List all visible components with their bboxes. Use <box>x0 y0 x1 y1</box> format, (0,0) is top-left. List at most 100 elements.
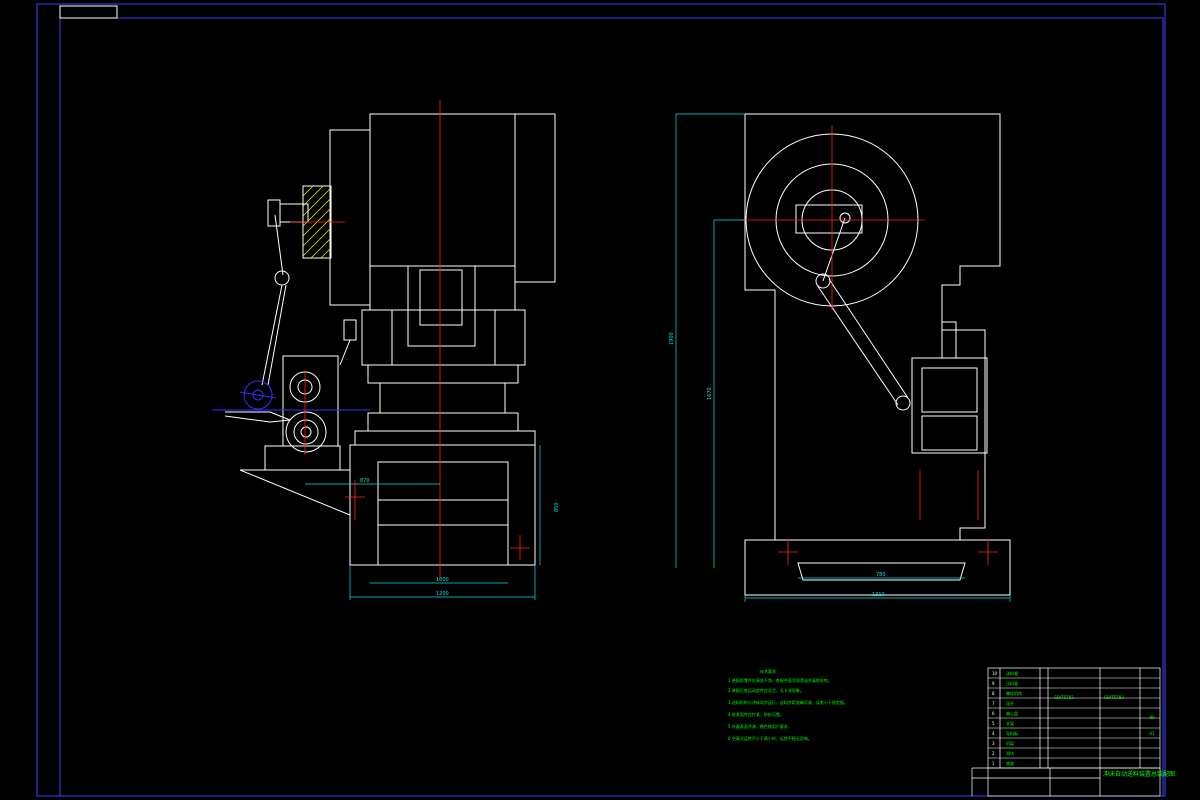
corner-label-box <box>59 5 118 19</box>
side-frame-outline <box>744 113 1001 541</box>
ratchet-wheel <box>243 380 273 410</box>
link-pin <box>274 270 290 286</box>
front-slide-guide <box>369 265 516 311</box>
notes-line-1: 1.装配前零件应清洗干净，各配合面涂润滑油并清除毛刺。 <box>728 677 832 683</box>
outer-border <box>36 3 1166 797</box>
table-row-number: 4 <box>992 731 995 736</box>
table-mark-a: -80 <box>1148 715 1155 720</box>
stripper-cylinder <box>343 319 357 341</box>
lower-feed-roll-hub <box>293 419 319 445</box>
table-row-number: 7 <box>992 701 995 706</box>
table-row-name: 送料辊 <box>1006 670 1018 676</box>
centerlines <box>290 100 998 580</box>
front-die-set <box>379 382 506 414</box>
ratchet-hub <box>252 389 264 401</box>
inner-border <box>59 17 1164 797</box>
stripper-arm <box>339 339 351 366</box>
side-feeder-upper <box>921 367 978 413</box>
front-column-right <box>494 309 526 366</box>
side-base-slot <box>797 562 966 581</box>
shaft-clamp <box>795 204 863 234</box>
table-row-number: 1 <box>992 761 995 766</box>
front-crown <box>369 113 516 267</box>
table-row-number: 3 <box>992 741 995 746</box>
dim-text-side-inner: 1670 <box>707 387 713 400</box>
shaft-pin <box>839 212 851 224</box>
side-feeder-lower <box>921 415 978 451</box>
table-row-name: 滑块 <box>1006 750 1014 756</box>
feeder-support-wedge <box>239 469 351 516</box>
parts-table-text: 10 送料辊 9 压料辊 8 棘轮机构 7 连杆 6 偏心盘 5 支架 4 导料板 3 机架 2 滑块 1 底座 <box>992 670 1022 766</box>
front-crown-right <box>514 113 556 283</box>
ratchet-mechanism <box>212 380 370 411</box>
disc-hatch <box>302 185 332 259</box>
technical-notes: 技术要求 1.装配前零件应清洗干净，各配合面涂润滑油并清除毛刺。 2.装配后各运… <box>728 668 848 741</box>
table-row-name: 支架 <box>1006 720 1014 726</box>
feed-link-left <box>261 284 283 386</box>
table-row-name: 棘轮机构 <box>1006 690 1022 696</box>
front-slide <box>407 265 476 347</box>
upper-rod <box>274 214 284 276</box>
notes-line-2: 2.装配后各运动部件应灵活，无卡滞现象。 <box>728 687 804 693</box>
notes-line-6: 6.空载试运转不少于两小时，运转平稳无异响。 <box>728 735 812 741</box>
table-row-number: 5 <box>992 721 995 726</box>
feeder-base-plate <box>264 445 341 471</box>
table-row-name: 机架 <box>1006 740 1014 746</box>
dimension-texts: 870 1000 1200 850 1900 1670 780 1310 <box>360 332 886 598</box>
sheet-frame <box>36 3 1166 797</box>
std-code-2: GB/T5783 <box>1104 695 1124 700</box>
dim-text-side-780: 780 <box>876 572 886 578</box>
feed-guide-plate <box>224 411 291 423</box>
parts-table-frame <box>987 667 1161 797</box>
table-row-number: 6 <box>992 711 995 716</box>
ratchet-pawl <box>239 391 277 399</box>
std-code-1: GB/T5782 <box>1054 695 1074 700</box>
dim-text-side-1310: 1310 <box>872 592 885 598</box>
dim-text-height: 850 <box>554 502 560 512</box>
side-view <box>744 113 1011 596</box>
side-cylinder <box>941 321 957 359</box>
connecting-rod-a <box>816 284 899 406</box>
parts-table-rows <box>988 677 1160 769</box>
table-row-number: 9 <box>992 681 995 686</box>
front-slide-inner <box>419 269 463 326</box>
crank-arm <box>822 217 846 282</box>
rod-clamp <box>267 199 281 227</box>
dimension-lines <box>305 113 1011 602</box>
front-bolster <box>354 430 536 446</box>
title-block: 10 送料辊 9 压料辊 8 棘轮机构 7 连杆 6 偏心盘 5 支架 4 导料板 3 机架 2 滑块 1 底座 GB… <box>971 667 1175 797</box>
front-view <box>224 113 556 566</box>
table-row-name: 导料板 <box>1006 730 1018 736</box>
side-feeder-box <box>911 357 988 454</box>
notes-line-5: 5.外露表面涂漆，颜色按用户要求。 <box>728 723 792 729</box>
table-row-number: 10 <box>992 671 998 676</box>
dim-text-d4: 1200 <box>436 591 449 597</box>
feed-link-right <box>267 284 287 386</box>
front-column-left <box>361 309 393 366</box>
notes-title: 技术要求 <box>760 668 776 674</box>
lower-feed-roll-bore <box>300 426 312 438</box>
front-crown-left <box>329 129 371 306</box>
front-upper-die <box>367 364 519 384</box>
table-mark-b: -41 <box>1148 731 1155 736</box>
dim-text-d3: 1000 <box>436 577 449 583</box>
table-row-name: 偏心盘 <box>1006 710 1018 716</box>
table-row-number: 8 <box>992 691 995 696</box>
connecting-rod-b <box>828 278 909 399</box>
table-row-name: 连杆 <box>1006 700 1014 706</box>
front-base-inner <box>377 461 509 566</box>
notes-line-4: 4.各紧固件应拧紧，防松可靠。 <box>728 711 784 717</box>
rod-lower-pin <box>895 395 911 411</box>
notes-line-3: 3.送料机构与冲床同步运行，送料步距准确可调，误差小于规定值。 <box>728 699 848 705</box>
side-base <box>744 539 1011 596</box>
front-lower-die <box>367 412 519 432</box>
table-row-number: 2 <box>992 751 995 756</box>
dim-text-side-total: 1900 <box>669 332 675 345</box>
dim-text-d1: 870 <box>360 478 370 484</box>
table-row-name: 底座 <box>1006 760 1014 766</box>
table-row-name: 压料辊 <box>1006 680 1018 686</box>
lower-feed-roll <box>285 411 327 453</box>
eccentric-hub <box>279 203 309 223</box>
drawing-title: 冲床自动送料装置总装配图 <box>1103 770 1175 778</box>
